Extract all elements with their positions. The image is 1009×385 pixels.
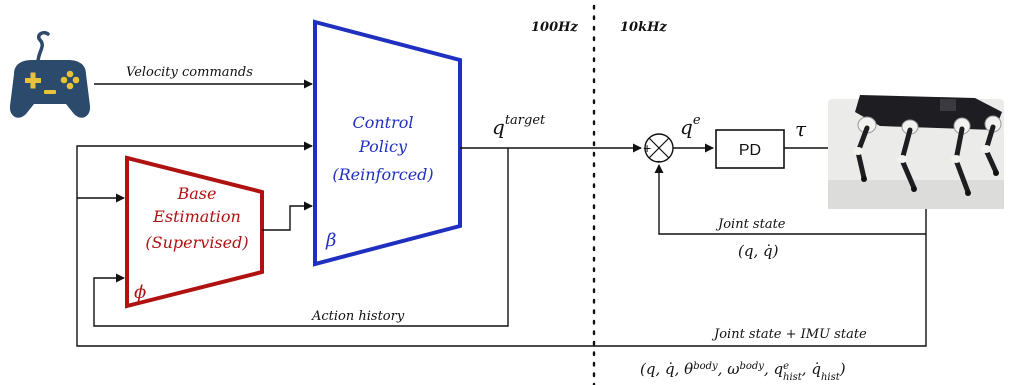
rate-label-controller: 10kHz	[620, 20, 667, 35]
action-history-label: Action history	[311, 309, 405, 324]
summing-junction: + -	[643, 133, 674, 168]
estimation-label-line1: Base	[177, 184, 217, 203]
junction-minus: -	[656, 152, 661, 168]
action-history-wire	[93, 148, 509, 327]
joint-state-label: Joint state	[715, 217, 786, 232]
estimation-label-line3: (Supervised)	[145, 233, 248, 252]
joint-imu-state-label: Joint state + IMU state	[711, 327, 867, 342]
joint-state-tuple: (q, q̇)	[738, 242, 779, 260]
junction-plus: +	[643, 140, 651, 156]
q-error-label: qe	[680, 113, 701, 139]
gamepad-icon	[9, 30, 91, 118]
policy-label-line2: Policy	[358, 137, 408, 156]
control-policy-block: Control Policy (Reinforced) β	[313, 19, 462, 267]
policy-label-line3: (Reinforced)	[332, 165, 433, 184]
pd-controller-block: PD	[715, 129, 785, 169]
torque-label: τ	[795, 117, 807, 141]
joint-imu-feedback-wire	[76, 141, 927, 347]
quadruped-robot-photo	[828, 95, 1004, 209]
pd-label: PD	[739, 142, 761, 159]
velocity-commands-label: Velocity commands	[126, 65, 253, 80]
joint-state-feedback-wire	[654, 164, 926, 235]
base-estimation-block: Base Estimation (Supervised) ϕ	[125, 155, 264, 309]
estimation-to-policy-wire	[262, 201, 313, 231]
policy-label-line1: Control	[352, 113, 413, 132]
rate-label-policy: 100Hz	[531, 20, 578, 35]
estimation-param-phi: ϕ	[134, 282, 146, 303]
q-target-label: qtarget	[492, 113, 546, 139]
estimation-label-line2: Estimation	[152, 207, 241, 226]
policy-param-beta: β	[325, 230, 336, 251]
